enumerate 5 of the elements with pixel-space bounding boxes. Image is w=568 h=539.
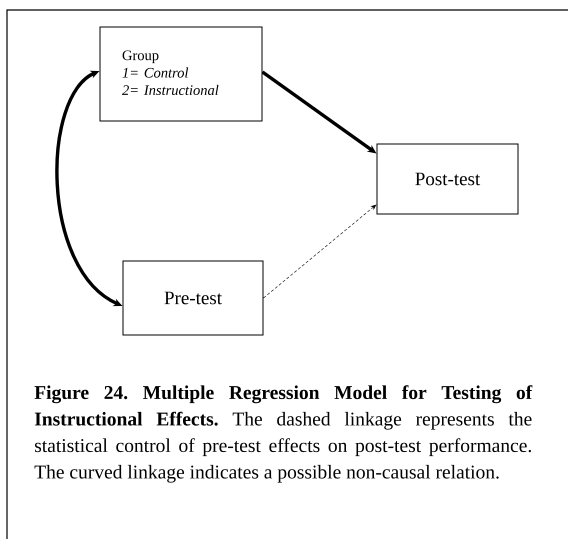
variable-box: Group 1= Control 2= Instructional: [100, 26, 262, 122]
variable-box: Post-test: [376, 144, 518, 214]
dashed-arrow: [263, 204, 376, 298]
variable-box: Pre-test: [122, 260, 264, 336]
figure-caption: Figure 24. Multiple Regression Model for Testing of Instructional Effects. The dashed linkage represents the statistical control of pre-test effects on post-test performance. The curved linkage indicates a possible non-causal relation.: [34, 385, 532, 483]
